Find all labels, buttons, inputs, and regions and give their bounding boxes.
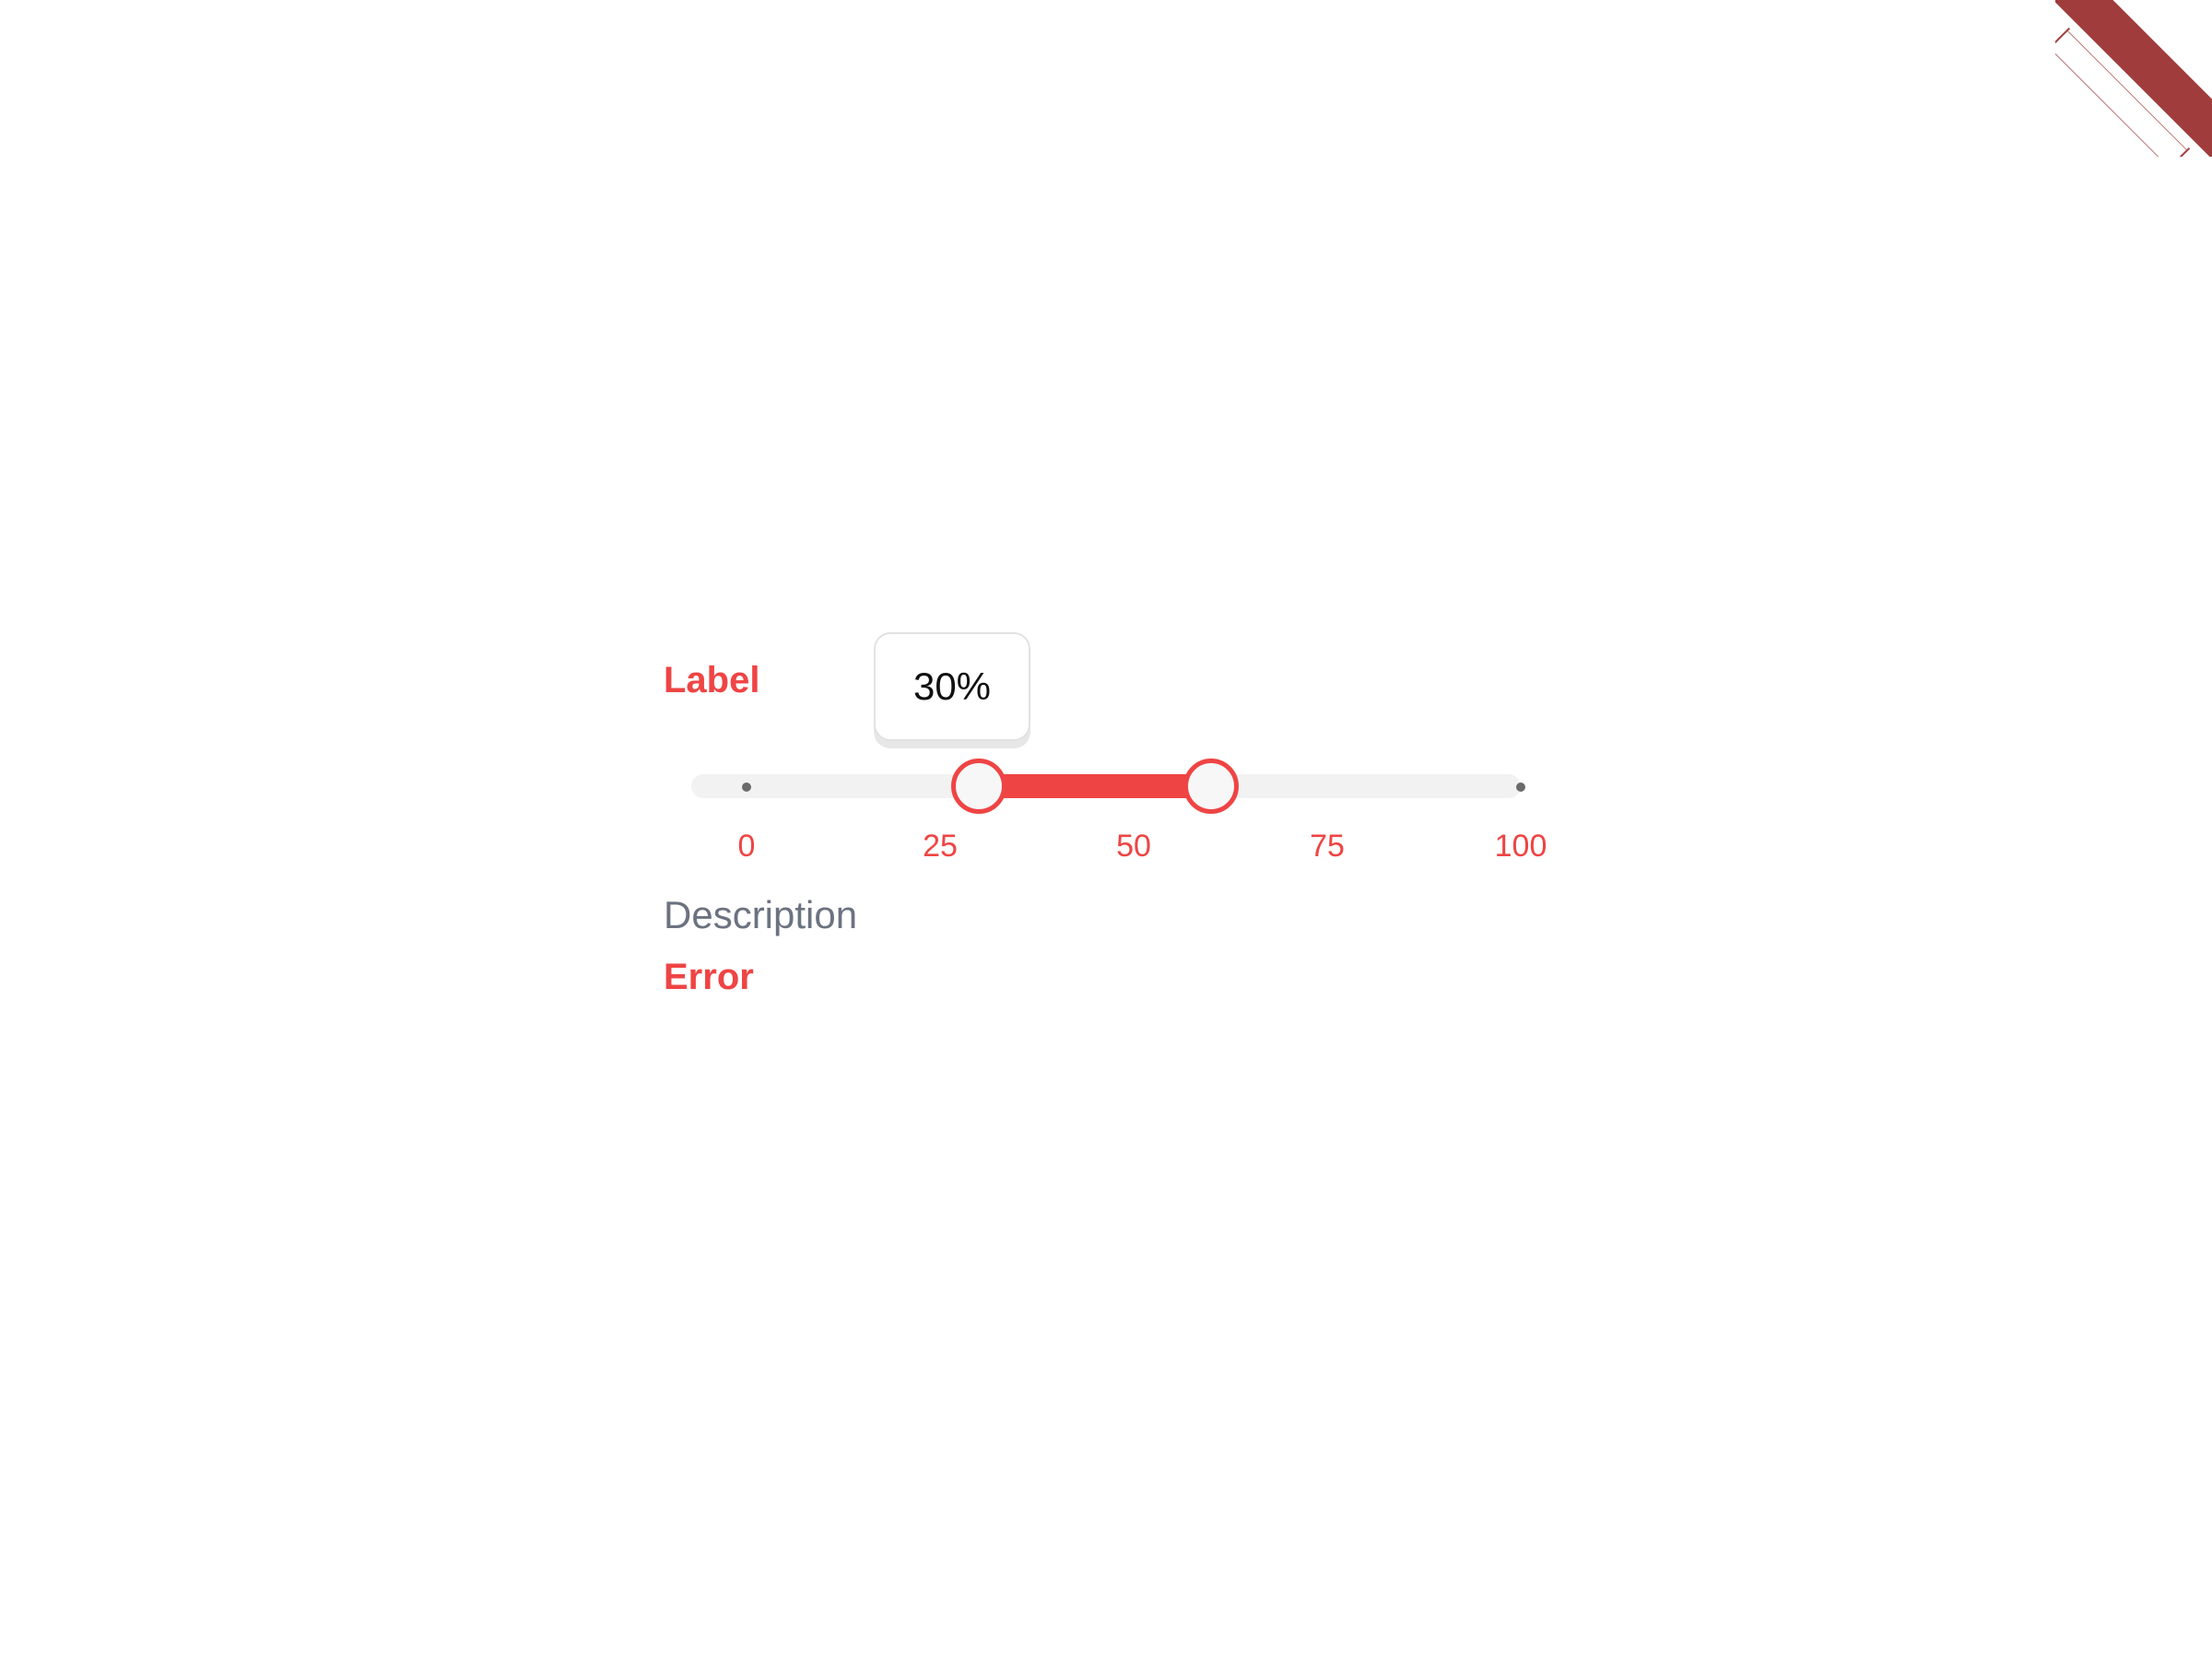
slider-tick-label: 0 — [737, 829, 756, 864]
slider-tick-label: 50 — [1116, 829, 1151, 864]
slider-tick-label: 25 — [923, 829, 958, 864]
slider-tick-label: 75 — [1310, 829, 1345, 864]
slider-description: Description — [664, 893, 858, 936]
slider-error: Error — [664, 957, 754, 997]
slider-value-tooltip: 30% — [874, 632, 1030, 741]
slider-min-dot — [742, 782, 751, 792]
slider-end-thumb[interactable] — [1183, 759, 1239, 814]
slider-max-dot — [1516, 782, 1525, 792]
slider-start-thumb[interactable] — [951, 759, 1006, 814]
range-slider-field: Label 30% 0 25 50 75 100 Description Error — [664, 632, 1547, 1019]
corner-ribbon-inner — [2055, 27, 2191, 157]
corner-ribbon[interactable] — [2055, 0, 2212, 157]
slider-selected-range — [979, 774, 1211, 798]
slider-label: Label — [664, 660, 760, 700]
corner-ribbon-icon — [2055, 0, 2212, 157]
range-slider[interactable] — [691, 759, 1525, 814]
slider-tick-label: 100 — [1494, 829, 1547, 864]
